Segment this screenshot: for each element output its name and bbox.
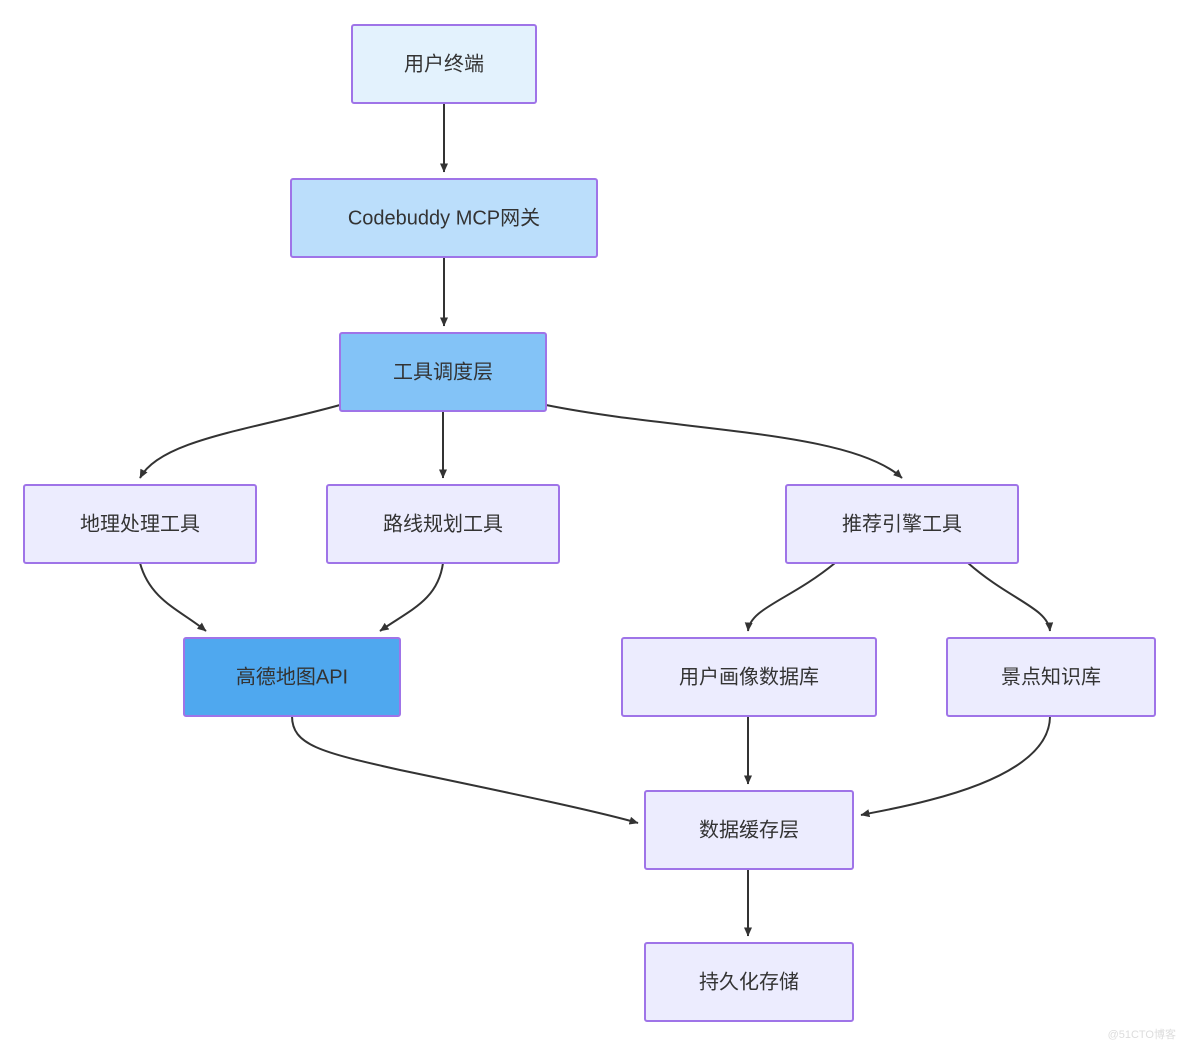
flow-edge-tool-dispatch-layer-to-geo-processing-tool [139,404,341,479]
node-label-codebuddy-mcp-gateway: Codebuddy MCP网关 [348,206,540,229]
flow-node-poi-knowledge-base[interactable]: 景点知识库 [946,637,1156,717]
node-label-tool-dispatch-layer: 工具调度层 [393,360,493,383]
node-box-recommendation-engine-tool[interactable] [785,484,1019,564]
node-box-tool-dispatch-layer[interactable] [339,332,547,412]
flow-node-persistent-storage[interactable]: 持久化存储 [644,942,854,1022]
node-label-user-terminal: 用户终端 [404,52,484,75]
node-label-persistent-storage: 持久化存储 [699,970,799,993]
flow-node-tool-dispatch-layer[interactable]: 工具调度层 [339,332,547,412]
node-box-route-planning-tool[interactable] [326,484,560,564]
flow-node-amap-api[interactable]: 高德地图API [183,637,401,717]
flow-node-codebuddy-mcp-gateway[interactable]: Codebuddy MCP网关 [290,178,598,258]
flow-edge-poi-knowledge-base-to-data-cache-layer [860,715,1051,818]
node-label-amap-api: 高德地图API [236,665,348,688]
flow-node-data-cache-layer[interactable]: 数据缓存层 [644,790,854,870]
flow-node-geo-processing-tool[interactable]: 地理处理工具 [23,484,257,564]
node-label-user-profile-database: 用户画像数据库 [679,665,819,688]
node-box-amap-api[interactable] [183,637,401,717]
node-box-geo-processing-tool[interactable] [23,484,257,564]
flow-edge-amap-api-to-data-cache-layer [291,715,639,825]
flow-node-recommendation-engine-tool[interactable]: 推荐引擎工具 [785,484,1019,564]
watermark-label: @51CTO博客 [1108,1027,1176,1041]
node-label-route-planning-tool: 路线规划工具 [383,512,503,535]
node-box-persistent-storage[interactable] [644,942,854,1022]
node-box-codebuddy-mcp-gateway[interactable] [290,178,598,258]
flow-node-route-planning-tool[interactable]: 路线规划工具 [326,484,560,564]
flow-node-user-terminal[interactable]: 用户终端 [351,24,537,104]
node-box-user-terminal[interactable] [351,24,537,104]
edges-layer [139,103,1054,937]
flow-edge-recommendation-engine-tool-to-poi-knowledge-base [967,562,1054,632]
node-box-data-cache-layer[interactable] [644,790,854,870]
node-label-recommendation-engine-tool: 推荐引擎工具 [842,512,962,535]
node-box-user-profile-database[interactable] [621,637,877,717]
node-label-data-cache-layer: 数据缓存层 [699,818,799,841]
node-label-poi-knowledge-base: 景点知识库 [1001,665,1101,688]
node-label-geo-processing-tool: 地理处理工具 [80,512,200,535]
flow-edge-geo-processing-tool-to-amap-api [139,562,207,632]
node-box-poi-knowledge-base[interactable] [946,637,1156,717]
flow-edge-recommendation-engine-tool-to-user-profile-database [744,562,836,632]
flow-node-user-profile-database[interactable]: 用户画像数据库 [621,637,877,717]
flow-edge-route-planning-tool-to-amap-api [379,562,444,632]
flow-edge-tool-dispatch-layer-to-recommendation-engine-tool [545,404,903,479]
